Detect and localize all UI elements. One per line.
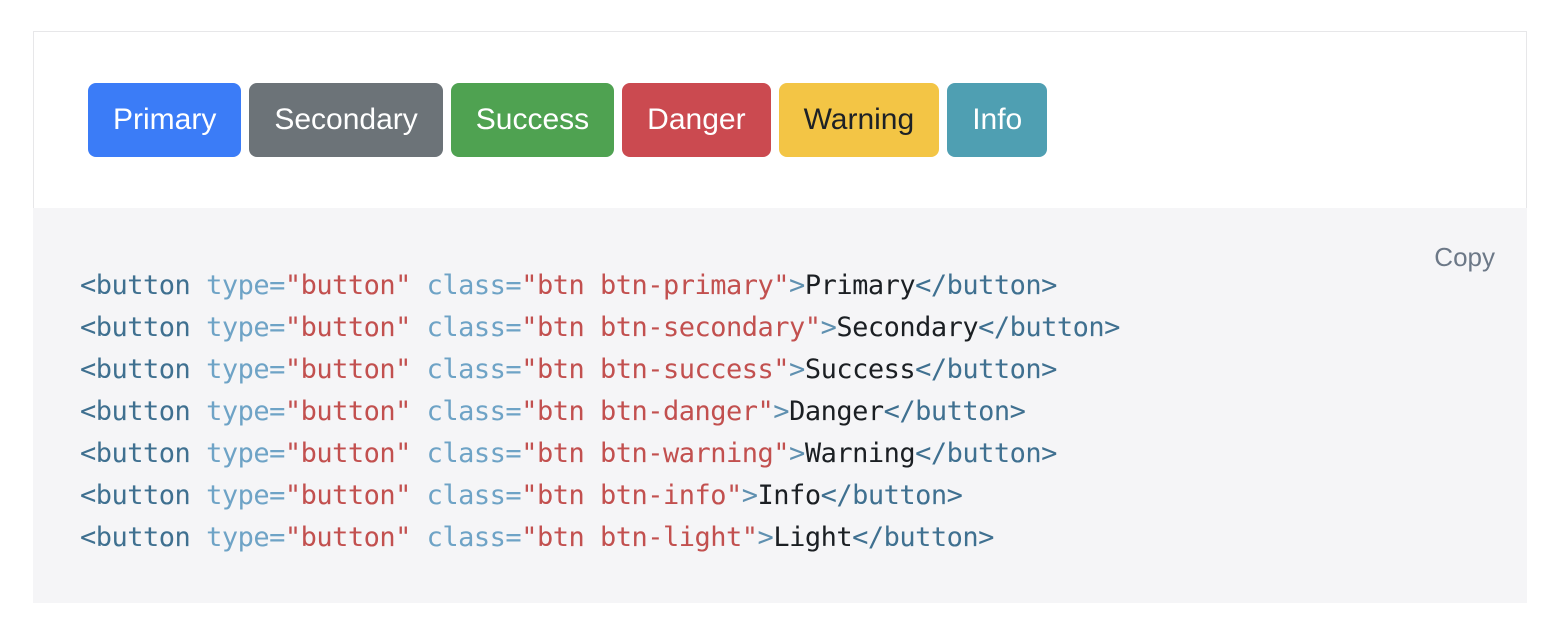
code-token xyxy=(190,480,206,511)
code-line: <button type="button" class="btn btn-lig… xyxy=(80,517,1487,559)
code-token xyxy=(190,270,206,301)
code-token-class_value: "btn btn-warning" xyxy=(521,438,790,469)
code-token: "button" xyxy=(284,312,412,343)
code-token-class_value: "btn btn-secondary" xyxy=(521,312,821,343)
code-token: class= xyxy=(426,396,522,427)
code-token: type= xyxy=(206,522,285,553)
code-token: > xyxy=(789,354,805,385)
code-token xyxy=(411,438,427,469)
code-token xyxy=(190,312,206,343)
code-token: "button" xyxy=(284,270,412,301)
code-token-text: Light xyxy=(773,522,853,553)
code-panel: Copy <button type="button" class="btn bt… xyxy=(33,208,1527,603)
demo-button-warning[interactable]: Warning xyxy=(778,83,940,157)
code-line: <button type="button" class="btn btn-sec… xyxy=(80,307,1487,349)
code-token: <button xyxy=(80,270,191,301)
code-token xyxy=(411,312,427,343)
code-token: type= xyxy=(206,438,285,469)
code-token: "button" xyxy=(284,396,412,427)
code-token xyxy=(411,480,427,511)
code-token: "button" xyxy=(284,354,412,385)
demo-button-secondary[interactable]: Secondary xyxy=(249,83,443,157)
code-token: > xyxy=(789,438,805,469)
demo-button-info[interactable]: Info xyxy=(947,83,1048,157)
code-token-class_value: "btn btn-success" xyxy=(521,354,790,385)
demo-button-success[interactable]: Success xyxy=(450,83,615,157)
code-token: class= xyxy=(426,438,522,469)
code-token-text: Success xyxy=(804,354,916,385)
code-token: "button" xyxy=(284,480,412,511)
code-token xyxy=(411,270,427,301)
code-token-text: Danger xyxy=(789,396,884,427)
code-token-text: Warning xyxy=(804,438,916,469)
code-token: type= xyxy=(206,396,285,427)
code-token: </button> xyxy=(915,354,1057,385)
code-line: <button type="button" class="btn btn-inf… xyxy=(80,475,1487,517)
code-token: > xyxy=(820,312,837,343)
code-line: <button type="button" class="btn btn-suc… xyxy=(80,349,1487,391)
code-token: </button> xyxy=(883,396,1026,427)
code-token: class= xyxy=(426,312,522,343)
code-block: <button type="button" class="btn btn-pri… xyxy=(80,265,1487,559)
copy-button[interactable]: Copy xyxy=(1434,242,1495,272)
code-token: <button xyxy=(80,438,191,469)
code-token xyxy=(411,354,427,385)
code-line: <button type="button" class="btn btn-dan… xyxy=(80,391,1487,433)
demo-button-primary[interactable]: Primary xyxy=(88,83,242,157)
code-token-class_value: "btn btn-primary" xyxy=(521,270,790,301)
code-token: class= xyxy=(426,270,522,301)
code-token: type= xyxy=(206,354,285,385)
code-token: type= xyxy=(206,270,285,301)
code-token: <button xyxy=(80,354,191,385)
code-line: <button type="button" class="btn btn-war… xyxy=(80,433,1487,475)
code-token xyxy=(190,438,206,469)
code-token: </button> xyxy=(915,438,1057,469)
code-token: > xyxy=(789,270,805,301)
code-token-text: Secondary xyxy=(836,312,979,343)
code-token: > xyxy=(757,522,774,553)
code-token-class_value: "btn btn-danger" xyxy=(521,396,774,427)
code-token: > xyxy=(741,480,758,511)
code-token: type= xyxy=(206,312,285,343)
code-token xyxy=(190,522,206,553)
code-token: <button xyxy=(80,312,191,343)
code-token: "button" xyxy=(284,438,412,469)
code-token: <button xyxy=(80,480,191,511)
code-token: type= xyxy=(206,480,285,511)
code-token: </button> xyxy=(852,522,994,553)
code-token: </button> xyxy=(820,480,963,511)
code-token: class= xyxy=(426,522,522,553)
code-token: </button> xyxy=(915,270,1057,301)
code-token: class= xyxy=(426,354,522,385)
code-token: "button" xyxy=(284,522,412,553)
code-token: </button> xyxy=(978,312,1120,343)
code-token xyxy=(411,522,427,553)
code-token: > xyxy=(773,396,790,427)
code-token: <button xyxy=(80,396,191,427)
code-line: <button type="button" class="btn btn-pri… xyxy=(80,265,1487,307)
code-token-text: Info xyxy=(757,480,822,511)
code-token-class_value: "btn btn-info" xyxy=(521,480,742,511)
code-token: <button xyxy=(80,522,191,553)
demo-button-danger[interactable]: Danger xyxy=(622,83,771,157)
code-token xyxy=(411,396,427,427)
code-token-text: Primary xyxy=(804,270,916,301)
code-token: class= xyxy=(426,480,522,511)
code-token xyxy=(190,396,206,427)
code-token xyxy=(190,354,206,385)
code-token-class_value: "btn btn-light" xyxy=(521,522,758,553)
